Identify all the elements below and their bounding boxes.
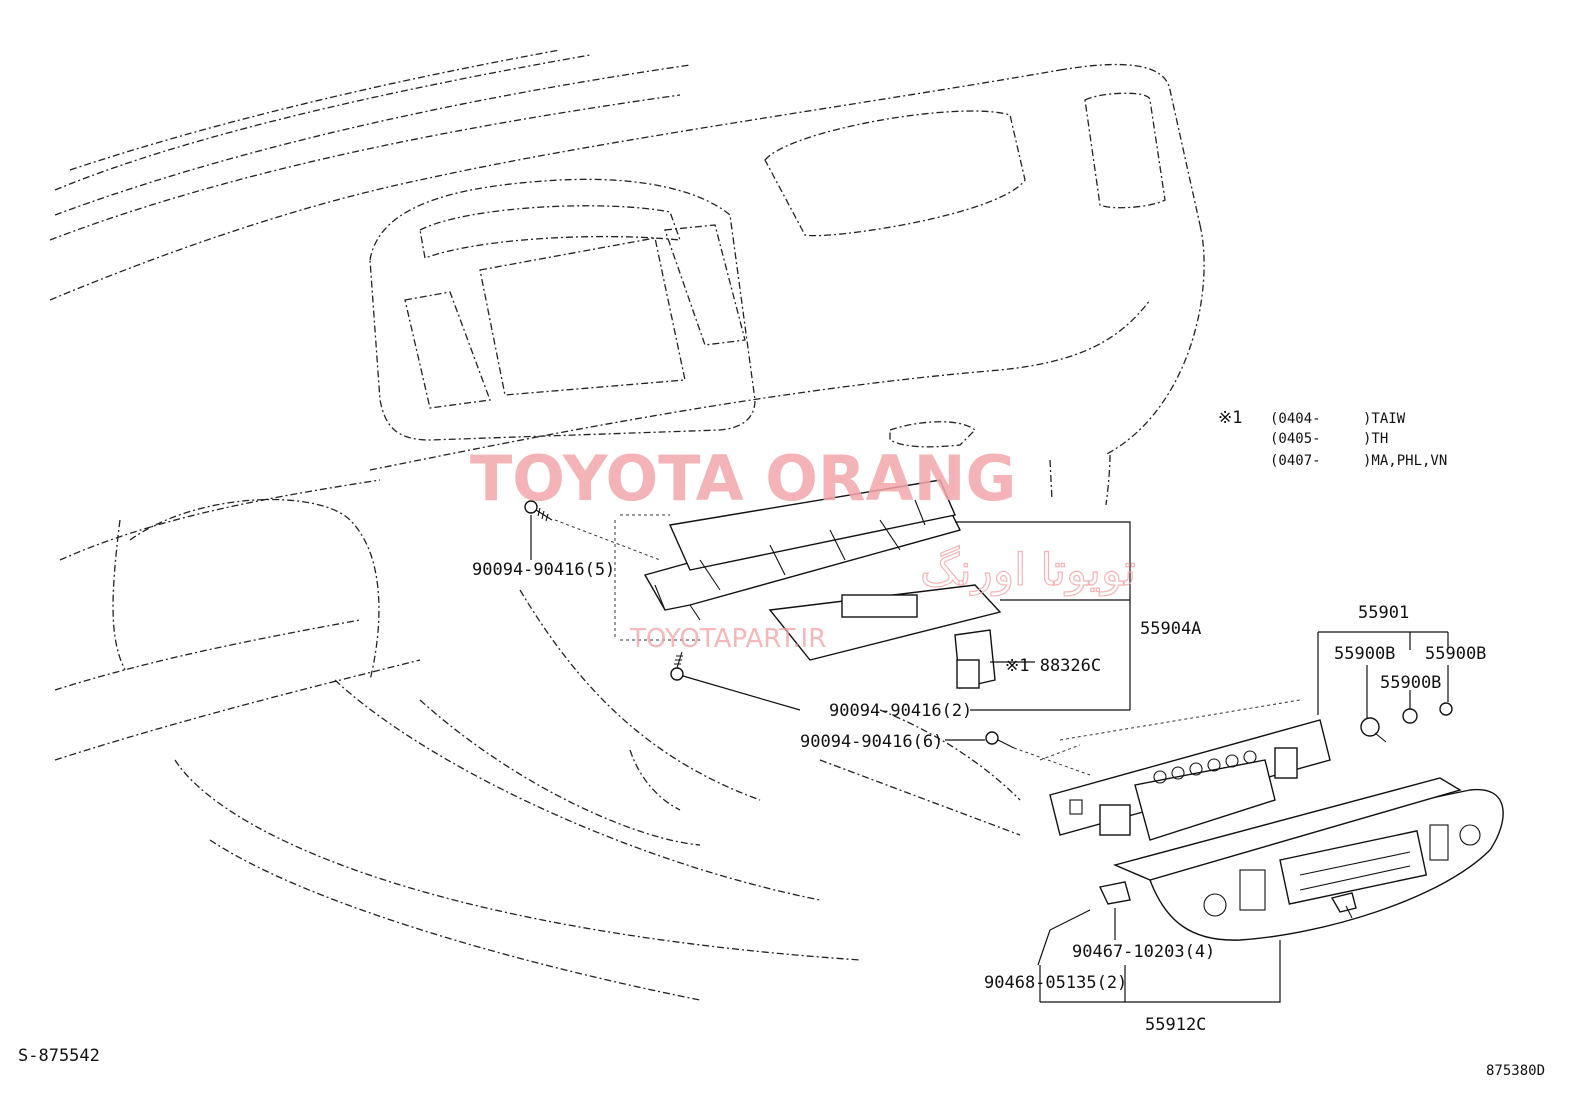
screw-icon — [985, 731, 1015, 749]
screw-icon — [670, 651, 684, 681]
footnote-region: )TH — [1363, 431, 1388, 447]
watermark-arabic: تویوتا اورنگ — [920, 545, 1136, 596]
callout-screw-5: 90094-90416(5) — [472, 560, 615, 580]
knob-icon — [1360, 717, 1387, 743]
knob-icon — [1402, 708, 1418, 724]
knob-icon — [1439, 702, 1453, 716]
footnote-code: (0405- — [1270, 431, 1321, 447]
footnote-region: )TAIW — [1363, 411, 1406, 427]
dashboard-outline — [49, 49, 1205, 1001]
callout-knob-2: 55900B — [1425, 644, 1486, 664]
clip-icon — [1330, 892, 1357, 919]
callout-clip-4: 90467-10203(4) — [1072, 942, 1215, 962]
bezel-55912c — [1112, 777, 1504, 941]
watermark-site: TOYOTAPART.IR — [629, 624, 826, 654]
callout-screw-2: 90094-90416(2) — [829, 701, 972, 721]
callout-knob-1: 55900B — [1334, 644, 1395, 664]
footnote-block: ※1 (0404- )TAIW (0405- )TH (0407- )MA,PH… — [1218, 408, 1447, 469]
footer-left-code: S-875542 — [18, 1046, 100, 1066]
watermark-title: TOYOTA ORANG — [470, 442, 1016, 515]
footnote-code: (0407- — [1270, 453, 1321, 469]
footnote-code: (0404- — [1270, 411, 1321, 427]
control-panel-55901 — [1039, 699, 1331, 841]
callout-clip-2: 90468-05135(2) — [984, 973, 1127, 993]
callout-panel: 55901 — [1358, 603, 1409, 623]
screw-icon — [524, 500, 553, 522]
callout-knob-3: 55900B — [1380, 673, 1441, 693]
clip-icon — [1098, 881, 1131, 905]
callout-connector: ※1 88326C — [1005, 656, 1101, 676]
callout-bracket: 55904A — [1140, 619, 1201, 639]
footer-right-code: 875380D — [1486, 1063, 1545, 1079]
leader-lines — [530, 515, 1449, 1003]
bracket-55904a — [554, 479, 1002, 689]
footnote-mark: ※1 — [1218, 408, 1242, 428]
footnote-region: )MA,PHL,VN — [1363, 453, 1447, 469]
callout-screw-6: 90094-90416(6) — [800, 732, 943, 752]
callout-bezel: 55912C — [1145, 1015, 1206, 1035]
